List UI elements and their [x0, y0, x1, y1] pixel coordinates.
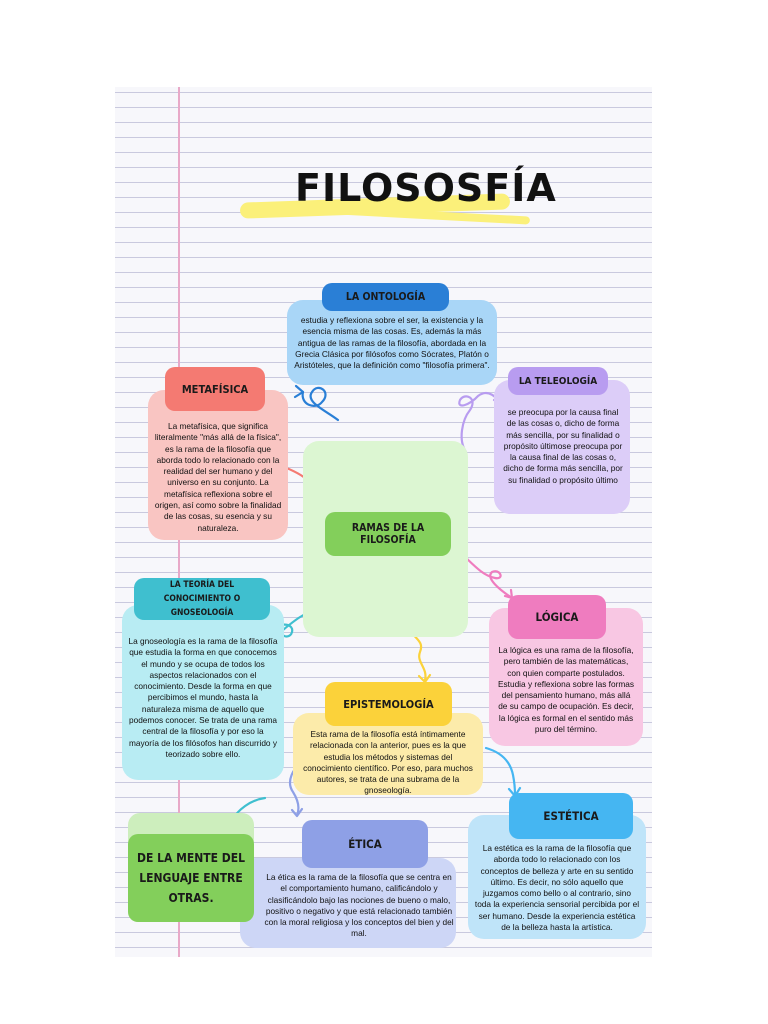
gnoseologia-text: La gnoseología es la rama de la filosofí…	[128, 636, 278, 759]
center-label: RAMAS DE LA FILOSOFÍA	[325, 512, 451, 556]
teleologia-card	[494, 380, 630, 514]
etica-label: ÉTICA	[302, 820, 428, 868]
epistemologia-card	[293, 713, 483, 795]
ontologia-text: estudia y reflexiona sobre el ser, la ex…	[294, 315, 490, 371]
metafisica-text: La metafísica, que significa literalment…	[154, 421, 282, 533]
estetica-label: ESTÉTICA	[509, 793, 633, 839]
ontologia-label: LA ONTOLOGÍA	[322, 283, 449, 311]
ontologia-card	[287, 300, 497, 385]
title-block: FILOSOSFÍA	[239, 160, 556, 240]
metafisica-card	[148, 390, 288, 540]
logica-text: La lógica es una rama de la filosofía, p…	[497, 645, 635, 735]
epistemologia-text: Esta rama de la filosofía está íntimamen…	[303, 729, 473, 796]
etica-text: La ética es la rama de la filosofía que …	[264, 872, 454, 939]
mente-label: DE LA MENTE DEL LENGUAJE ENTRE OTRAS.	[128, 834, 254, 922]
logica-label: LÓGICA	[508, 595, 606, 639]
estetica-text: La estética es la rama de la filosofía q…	[474, 843, 640, 933]
teleologia-text: se preocupa por la causa final de las co…	[503, 407, 623, 485]
gnoseologia-label: LA TEORÍA DEL CONOCIMIENTO O GNOSEOLOGÍA	[134, 578, 270, 620]
metafisica-label: METAFÍSICA	[165, 367, 265, 411]
epistemologia-label: EPISTEMOLOGÍA	[325, 682, 452, 726]
etica-card	[240, 858, 456, 948]
gnoseologia-card	[122, 605, 284, 780]
teleologia-label: LA TELEOLOGÍA	[508, 367, 608, 395]
page-title: FILOSOSFÍA	[295, 166, 557, 210]
